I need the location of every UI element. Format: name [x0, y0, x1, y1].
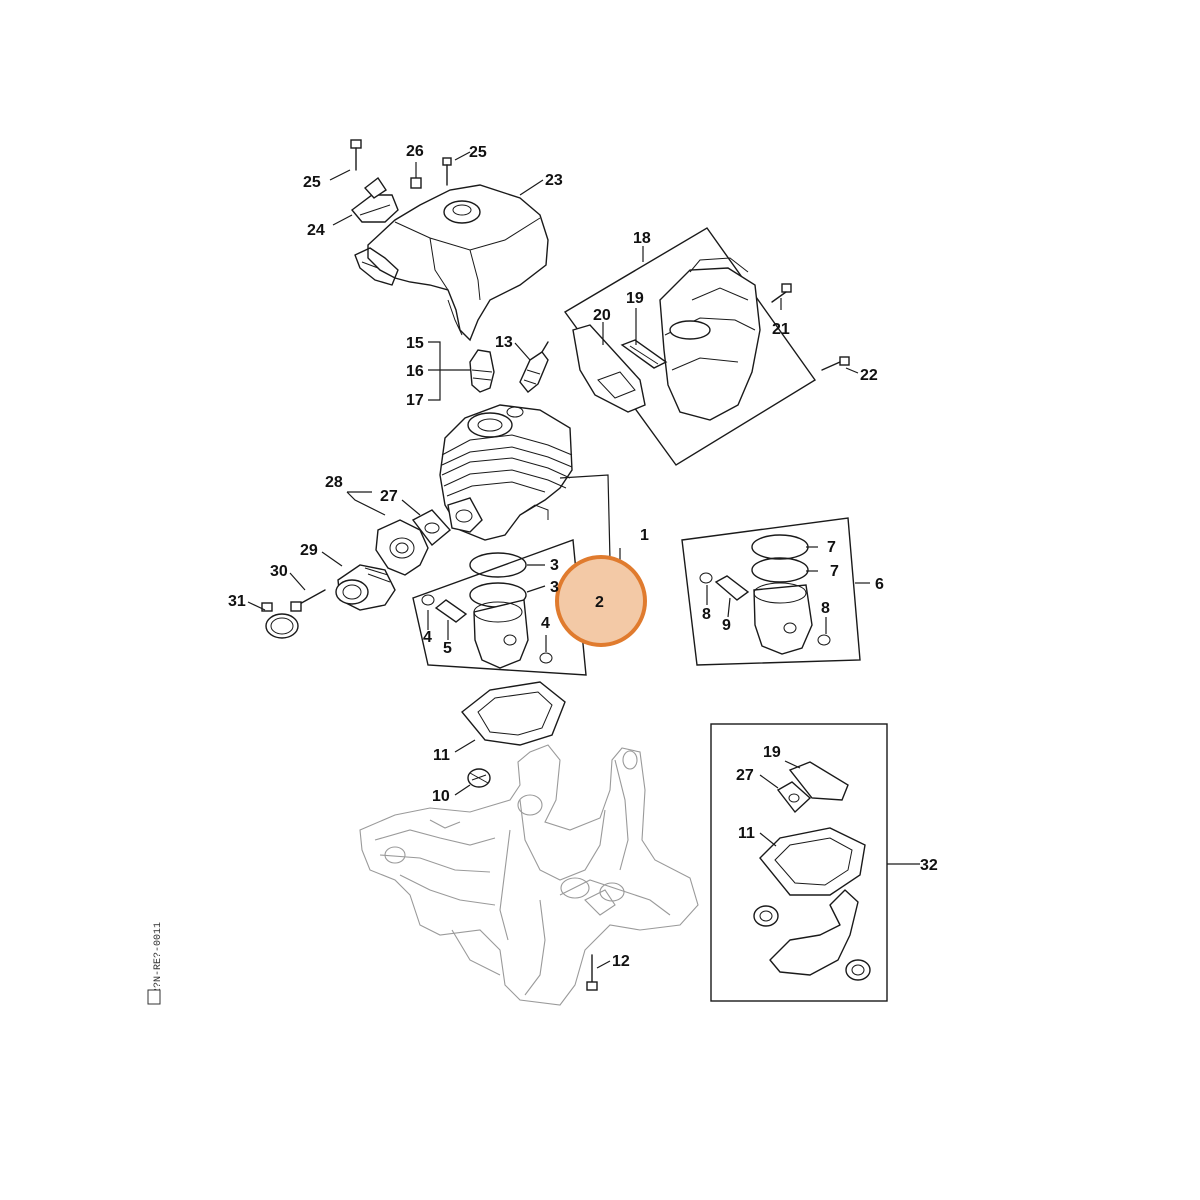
callout-11[interactable]: 11	[738, 825, 755, 842]
callout-17[interactable]: 17	[406, 392, 424, 409]
callout-15[interactable]: 15	[406, 335, 424, 352]
decompression-valve	[469, 349, 495, 393]
callout-21[interactable]: 21	[772, 321, 790, 338]
bracket-part-24	[350, 176, 399, 223]
drawing-code: 72?N-RE?-0011	[153, 922, 164, 1000]
callout-26[interactable]: 26	[406, 143, 424, 160]
drawing-code-box	[147, 989, 161, 1005]
callout-3[interactable]: 3	[550, 557, 559, 574]
callout-2[interactable]: 2	[595, 594, 604, 611]
muffler-kit-box	[563, 227, 850, 466]
callout-1[interactable]: 1	[640, 527, 649, 544]
callout-8[interactable]: 8	[821, 600, 830, 617]
callout-4[interactable]: 4	[423, 629, 432, 646]
shroud-cover	[354, 184, 549, 342]
highlight-marker[interactable]	[555, 555, 647, 647]
callout-10[interactable]: 10	[432, 788, 450, 805]
callout-3[interactable]: 3	[550, 579, 559, 596]
callout-32[interactable]: 32	[920, 857, 938, 874]
screw-12	[586, 954, 598, 991]
callout-19[interactable]: 19	[626, 290, 644, 307]
callout-25[interactable]: 25	[469, 144, 487, 161]
nut-26	[410, 177, 422, 189]
callout-6[interactable]: 6	[875, 576, 884, 593]
screw-30	[290, 589, 326, 612]
needle-bearing-10	[467, 768, 491, 788]
crankcase-housing	[359, 744, 699, 1006]
hose-clamp-31	[261, 602, 299, 639]
callout-18[interactable]: 18	[633, 230, 651, 247]
callout-7[interactable]: 7	[827, 539, 836, 556]
intake-flange-28	[375, 519, 429, 576]
callout-25[interactable]: 25	[303, 174, 321, 191]
callout-19[interactable]: 19	[763, 744, 781, 761]
spark-plug-13	[519, 341, 549, 393]
callout-30[interactable]: 30	[270, 563, 288, 580]
svg-text:72?N-RE?-0011: 72?N-RE?-0011	[153, 922, 164, 1000]
screw-25-right	[442, 157, 452, 186]
leader-lines	[247, 151, 920, 969]
gasket-set-box	[710, 723, 888, 1002]
screw-25-left	[350, 139, 362, 171]
callout-27[interactable]: 27	[380, 488, 398, 505]
callout-29[interactable]: 29	[300, 542, 318, 559]
intake-manifold-29	[335, 564, 396, 611]
piston-kit-box-6	[681, 517, 861, 666]
callout-16[interactable]: 16	[406, 363, 424, 380]
callout-22[interactable]: 22	[860, 367, 878, 384]
callout-8[interactable]: 8	[702, 606, 711, 623]
callout-23[interactable]: 23	[545, 172, 563, 189]
callout-11[interactable]: 11	[433, 747, 450, 764]
callout-20[interactable]: 20	[593, 307, 611, 324]
callout-24[interactable]: 24	[307, 222, 325, 239]
callout-13[interactable]: 13	[495, 334, 513, 351]
callout-4[interactable]: 4	[541, 615, 550, 632]
callout-28[interactable]: 28	[325, 474, 343, 491]
intake-gasket-27	[411, 509, 452, 547]
callout-31[interactable]: 31	[228, 593, 246, 610]
callout-7[interactable]: 7	[830, 563, 839, 580]
callout-12[interactable]: 12	[612, 953, 630, 970]
callout-27[interactable]: 27	[736, 767, 754, 784]
piston-kit-box	[412, 539, 587, 676]
callout-5[interactable]: 5	[443, 640, 452, 657]
cylinder	[439, 404, 573, 541]
callout-9[interactable]: 9	[722, 617, 731, 634]
callout-labels: 25 26 25 23 24 18 20 19 21 22 15 16 17 1…	[228, 143, 938, 970]
cylinder-gasket-11	[461, 681, 566, 746]
